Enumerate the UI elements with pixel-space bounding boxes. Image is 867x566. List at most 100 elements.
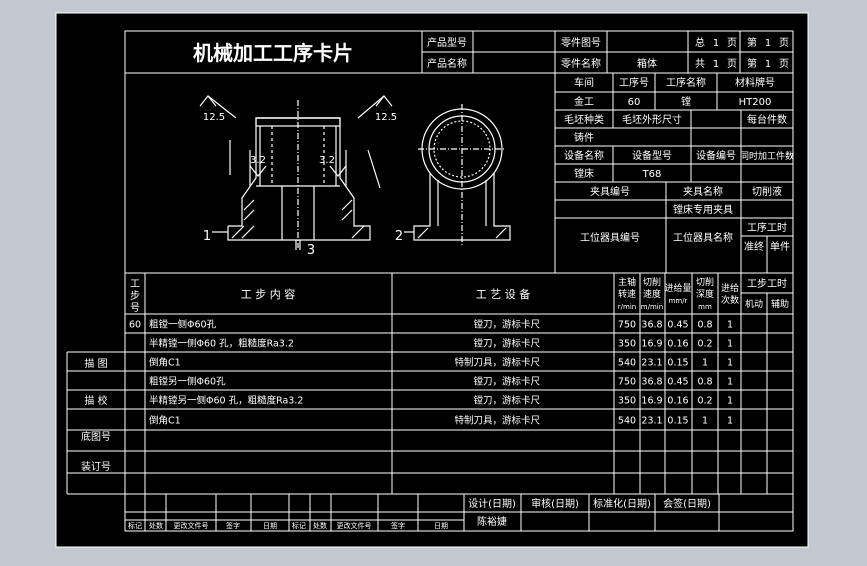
equipment-cell: 镗刀，游标卡尺 xyxy=(473,395,540,407)
feed-cell: 0.45 xyxy=(667,377,688,388)
step-no-head-1: 工 xyxy=(130,279,140,290)
machine-time-head: 机动 xyxy=(745,298,763,310)
standard-date-label: 标准化(日期) xyxy=(593,497,651,510)
passes-cell: 1 xyxy=(727,358,733,369)
spindle-head-1: 主轴 xyxy=(618,276,636,288)
feed-head-2: mm/r xyxy=(669,297,688,305)
prep-time-label: 准终 xyxy=(744,240,764,253)
passes-cell: 1 xyxy=(727,416,733,427)
workshop-value: 金工 xyxy=(574,95,594,108)
step-no-cell: 60 xyxy=(129,320,141,331)
equip-no-label: 设备编号 xyxy=(696,149,736,162)
material-label: 材料牌号 xyxy=(735,76,775,89)
passes-cell: 1 xyxy=(727,339,733,350)
spindle-speed-cell: 540 xyxy=(618,358,636,369)
depth-cell: 0.8 xyxy=(697,320,712,331)
footer-mark-2: 标记 xyxy=(292,521,306,530)
roughness-left: 12.5 xyxy=(203,112,225,123)
material-value: HT200 xyxy=(739,97,772,108)
roughness-right: 12.5 xyxy=(375,112,397,123)
sheet-page-unit: 页 xyxy=(779,37,789,49)
station-tool-no-label: 工位器具编号 xyxy=(580,231,640,244)
side-binding-no-label: 装订号 xyxy=(81,460,111,473)
op-name-label: 工序名称 xyxy=(666,76,706,89)
depth-cell: 0.2 xyxy=(697,339,712,350)
footer-signature-2: 签字 xyxy=(391,521,405,530)
step-content-cell: 半精镗一侧Φ60 孔，粗糙度Ra3.2 xyxy=(149,338,294,350)
spindle-head-2: 转速 xyxy=(618,288,636,300)
design-date-label: 设计(日期) xyxy=(468,497,516,510)
feed-cell: 0.16 xyxy=(667,339,688,350)
cut-speed-cell: 23.1 xyxy=(641,358,662,369)
locator-label-3: 3 xyxy=(307,243,315,258)
product-name-label: 产品名称 xyxy=(427,57,467,70)
feed-cell: 0.45 xyxy=(667,320,688,331)
side-check-label: 描 校 xyxy=(84,394,107,407)
sign-date-label: 会签(日期) xyxy=(663,497,711,510)
fixture-no-label: 夹具编号 xyxy=(590,185,630,198)
common-page-unit: 页 xyxy=(727,58,737,70)
total-page-unit: 页 xyxy=(727,37,737,49)
part-name-label: 零件名称 xyxy=(561,57,601,70)
sheet-value: 1 xyxy=(765,38,771,49)
sheet2-page-unit: 页 xyxy=(779,58,789,70)
aux-time-head: 辅助 xyxy=(771,298,789,310)
drawing-border xyxy=(55,12,809,548)
pieces-label: 铸件 xyxy=(574,131,594,144)
step-no-head-3: 号 xyxy=(130,302,140,314)
common-prefix: 共 xyxy=(695,58,705,70)
sheet-prefix: 第 xyxy=(747,36,757,49)
side-trace-label: 描 图 xyxy=(84,357,107,370)
passes-cell: 1 xyxy=(727,320,733,331)
spindle-head-3: r/min xyxy=(618,303,636,311)
depth-cell: 0.2 xyxy=(697,396,712,407)
simul-label: 同时加工件数 xyxy=(740,150,794,162)
step-time-head: 工步工时 xyxy=(747,278,787,290)
depth-cell: 1 xyxy=(702,358,708,369)
depth-cell: 1 xyxy=(702,416,708,427)
cut-speed-head-2: 速度 xyxy=(643,288,661,300)
depth-head-1: 切削 xyxy=(696,276,714,288)
fixture-name-label: 夹具名称 xyxy=(683,185,723,198)
footer-doc-no-1: 更改文件号 xyxy=(174,521,209,530)
spindle-speed-cell: 540 xyxy=(618,416,636,427)
step-content-cell: 粗镗另一侧Φ60孔 xyxy=(149,376,226,388)
equipment-cell: 镗刀，游标卡尺 xyxy=(473,338,540,350)
footer-mark-1: 标记 xyxy=(128,521,142,530)
op-time-label: 工序工时 xyxy=(747,221,787,234)
step-content-cell: 半精镗另一侧Φ60 孔，粗糙度Ra3.2 xyxy=(149,395,303,407)
workshop-label: 车间 xyxy=(574,76,594,89)
designer-name: 陈裕婕 xyxy=(477,515,507,528)
cut-speed-head-3: m/min xyxy=(641,303,663,311)
locator-label-1: 1 xyxy=(203,229,211,244)
equip-model-label: 设备型号 xyxy=(632,149,672,162)
depth-cell: 0.8 xyxy=(697,377,712,388)
passes-cell: 1 xyxy=(727,377,733,388)
content-head: 工 步 内 容 xyxy=(241,287,296,301)
common-value: 1 xyxy=(713,59,719,70)
step-no-head-2: 步 xyxy=(130,290,140,302)
feed-cell: 0.16 xyxy=(667,396,688,407)
step-content-cell: 粗镗一侧Φ60孔 xyxy=(149,319,217,331)
sheet2-prefix: 第 xyxy=(747,57,757,70)
part-name-value: 箱体 xyxy=(637,57,657,70)
product-model-label: 产品型号 xyxy=(427,36,467,49)
spindle-speed-cell: 350 xyxy=(618,339,636,350)
cut-speed-cell: 36.8 xyxy=(641,320,662,331)
equipment-cell: 特制刀具，游标卡尺 xyxy=(454,357,540,369)
op-no-label: 工序号 xyxy=(619,76,649,89)
op-no-value: 60 xyxy=(628,97,641,108)
spindle-speed-cell: 750 xyxy=(618,377,636,388)
coolant-label: 切削液 xyxy=(752,185,782,198)
table-grid xyxy=(66,30,794,532)
feed-cell: 0.15 xyxy=(667,358,688,369)
equip-name-label: 设备名称 xyxy=(564,149,604,162)
total-value: 1 xyxy=(713,38,719,49)
